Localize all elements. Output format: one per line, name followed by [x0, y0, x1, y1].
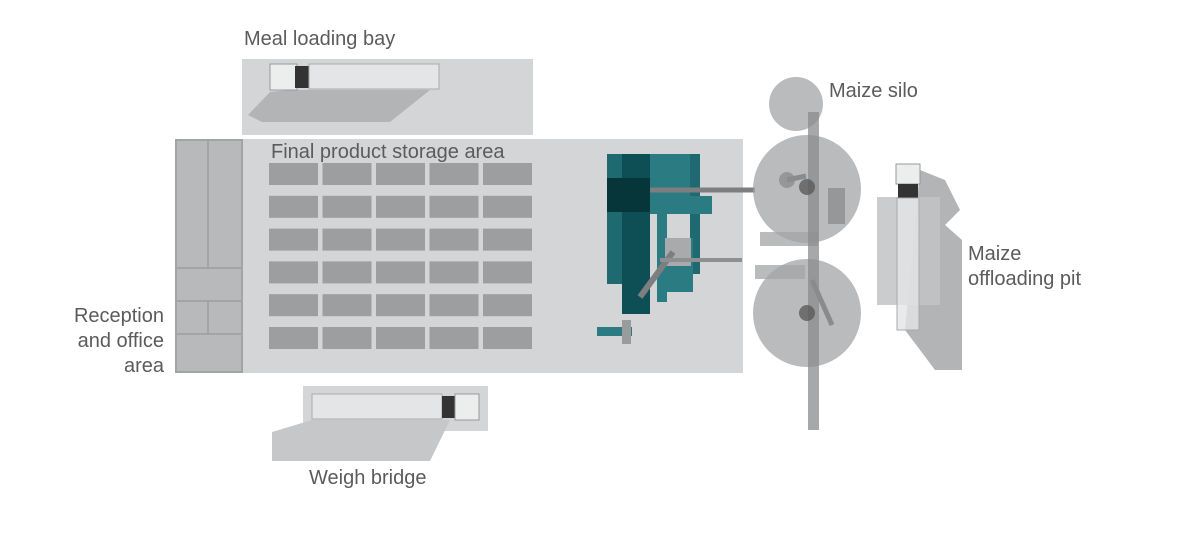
reception-label-1: Reception	[73, 305, 164, 327]
pallet-block	[322, 195, 372, 218]
truck-icon	[269, 63, 440, 91]
pallet-block	[483, 327, 532, 349]
pallet-block	[483, 261, 532, 284]
weigh-bridge-label: Weigh bridge	[309, 467, 427, 489]
reception-office-area	[175, 139, 243, 373]
pallet-block	[322, 228, 372, 251]
pallet-block	[376, 195, 425, 218]
truck-shadow	[272, 420, 450, 461]
truck-shadow	[248, 90, 430, 122]
pallet-block	[376, 327, 425, 349]
pallet-block	[322, 261, 372, 284]
maize-offloading-pit-label-1: Maize	[968, 243, 1022, 265]
pallet-block	[322, 327, 372, 349]
pallet-block	[429, 327, 479, 349]
pallet-block	[322, 294, 372, 317]
pallet-block	[429, 228, 479, 251]
pallet-block	[376, 163, 425, 185]
pallet-block	[483, 228, 532, 251]
pallet-block	[483, 195, 532, 218]
maize-silo-label: Maize silo	[829, 80, 918, 102]
pallet-block	[483, 294, 532, 317]
pallet-block	[322, 163, 372, 185]
maize-offloading-pit-label-2: offloading pit	[968, 268, 1082, 290]
reception-label-2: and office	[77, 330, 164, 352]
pallet-block	[269, 327, 318, 349]
processing-plant	[597, 154, 755, 344]
pallet-grid	[269, 163, 532, 349]
pallet-block	[269, 228, 318, 251]
pallet-block	[429, 195, 479, 218]
pallet-block	[376, 294, 425, 317]
pallet-block	[269, 261, 318, 284]
pallet-block	[376, 261, 425, 284]
pallet-block	[269, 195, 318, 218]
pallet-block	[376, 228, 425, 251]
pallet-block	[429, 261, 479, 284]
pallet-block	[429, 163, 479, 185]
pallet-block	[269, 163, 318, 185]
reception-label-3: area	[123, 355, 164, 377]
truck-icon	[311, 393, 480, 421]
final-product-storage-label: Final product storage area	[271, 141, 505, 163]
truck-icon	[895, 163, 921, 331]
meal-loading-bay-label: Meal loading bay	[244, 28, 396, 50]
pallet-block	[269, 294, 318, 317]
pallet-block	[483, 163, 532, 185]
maize-silos	[753, 77, 861, 430]
pallet-block	[429, 294, 479, 317]
